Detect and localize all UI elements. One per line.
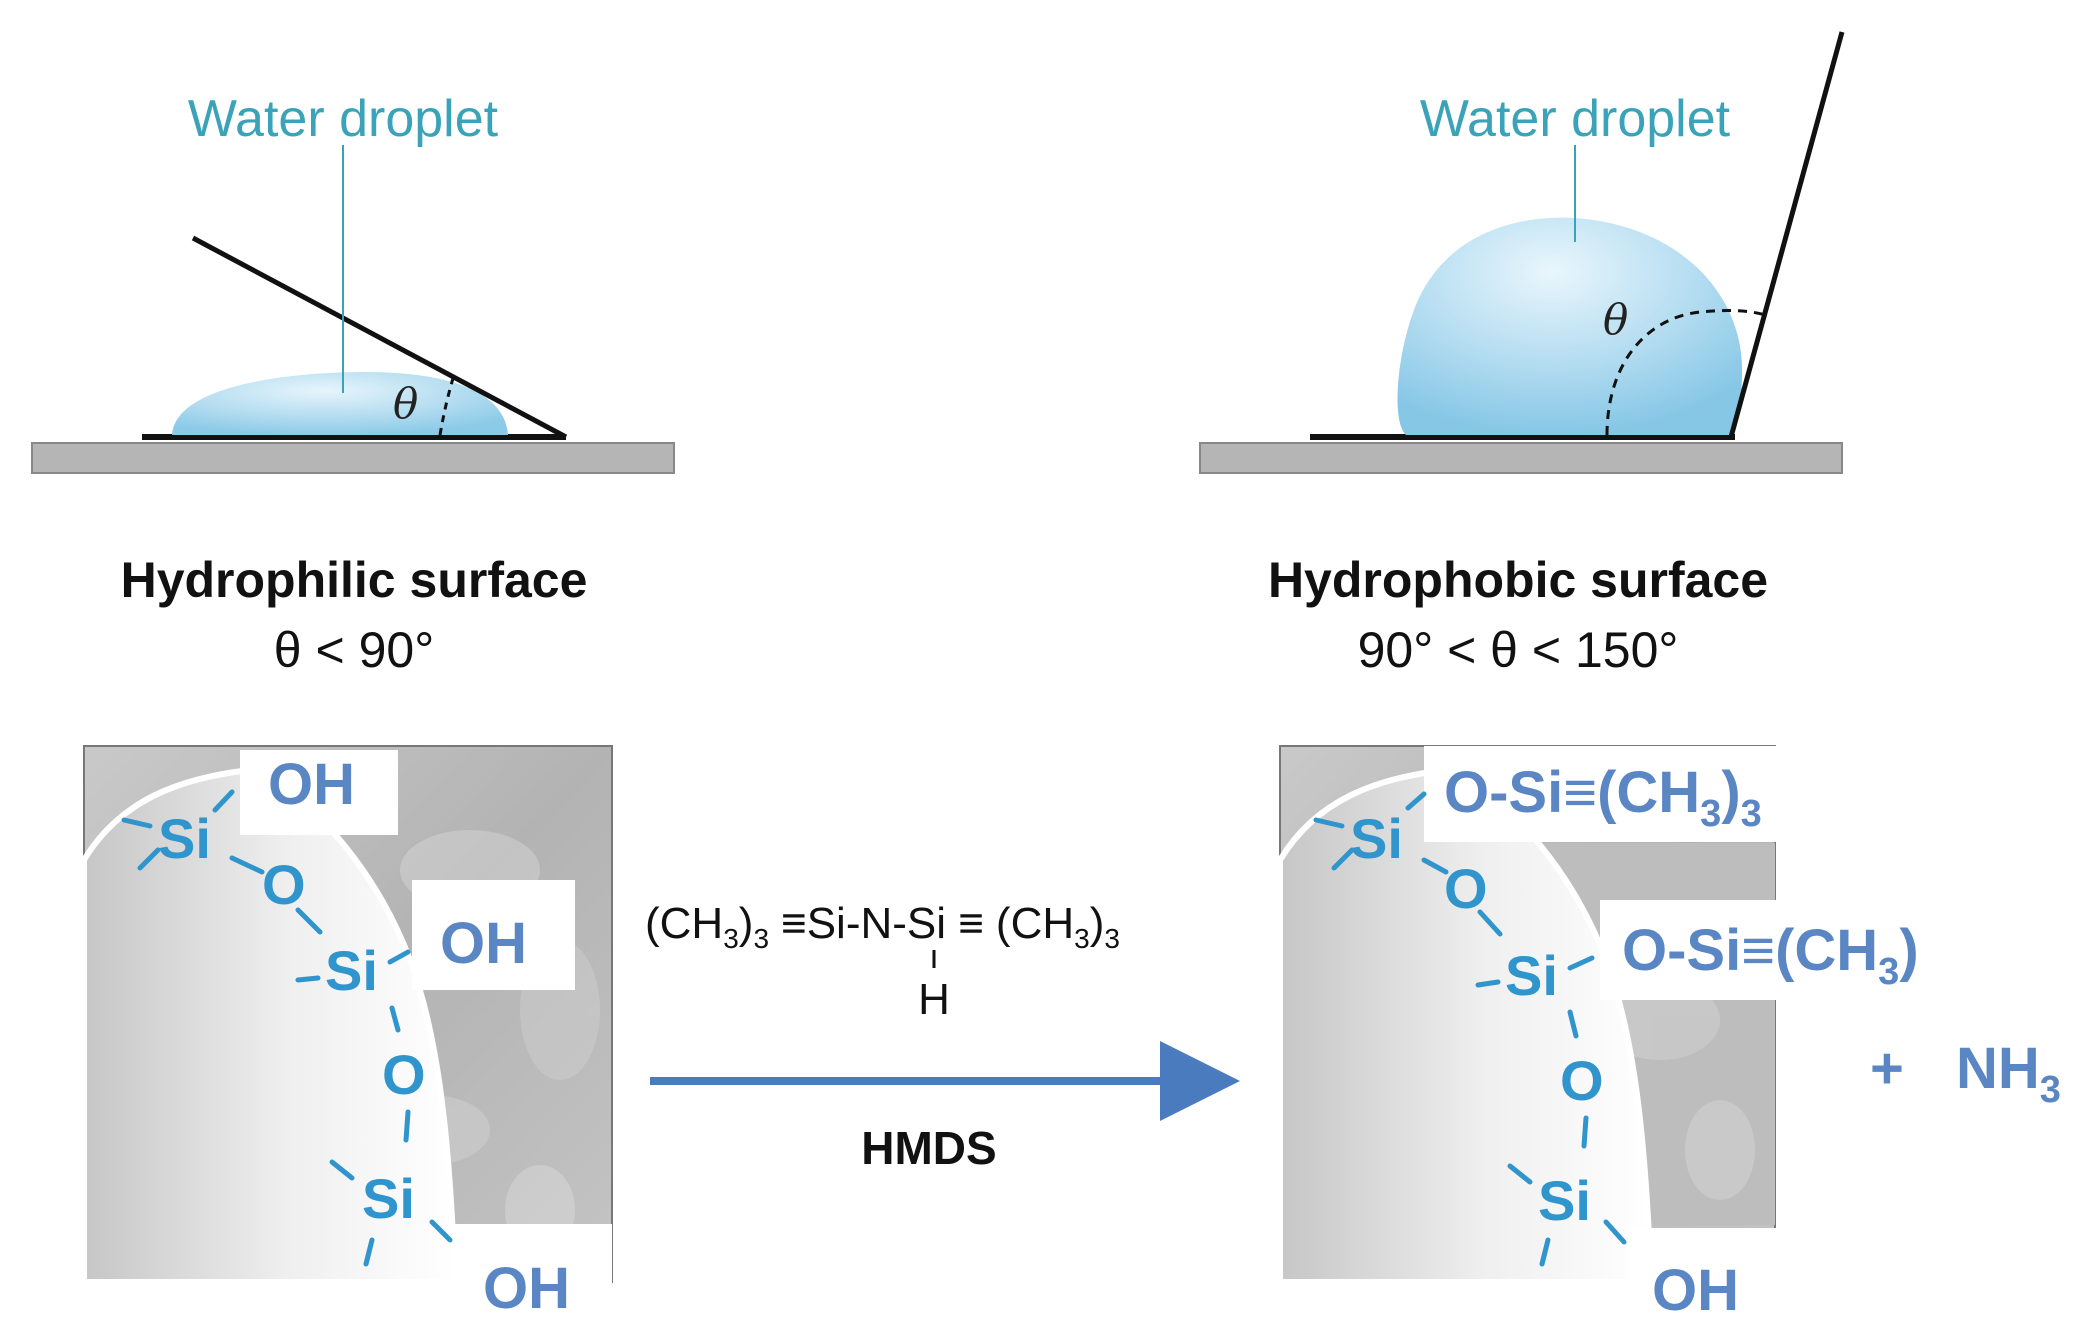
- right-bond: [1475, 979, 1501, 988]
- right-droplet-label: Water droplet: [1420, 90, 1731, 148]
- right-bond: [1567, 1009, 1579, 1039]
- formula-mid: ≡Si-N-Si ≡: [781, 899, 984, 948]
- right-group-box-1: [1424, 746, 1804, 842]
- left-oh-3: OH: [483, 1256, 570, 1321]
- hmds-reagent-label: HMDS: [861, 1122, 996, 1174]
- right-oh-box: [1628, 1228, 1778, 1332]
- left-si-3: Si: [362, 1167, 415, 1230]
- hmds-reaction: (CH3)3≡Si-N-Si ≡(CH3)3 H HMDS: [645, 899, 1240, 1174]
- formula-left-sub: 3: [723, 923, 739, 954]
- formula-left: (CH: [645, 899, 723, 948]
- right-bond: [1313, 817, 1345, 829]
- left-o-2: O: [382, 1043, 426, 1106]
- right-substrate: [1199, 442, 1843, 474]
- left-bond: [212, 789, 235, 813]
- left-oh-1: OH: [268, 752, 355, 817]
- left-bond: [295, 975, 321, 983]
- right-oh: OH: [1652, 1258, 1739, 1323]
- right-si-3: Si: [1538, 1169, 1591, 1232]
- right-group-box-2: [1600, 900, 1970, 1000]
- hydrophobic-contact-angle: Water droplet θ Hydrophobic surface 90° …: [1199, 31, 1845, 678]
- byproduct-sub: 3: [2040, 1069, 2061, 1111]
- right-bond: [1507, 1163, 1533, 1185]
- formula-right-outer-sub: 3: [1104, 923, 1120, 954]
- right-group-2-sub: 3: [1878, 951, 1899, 993]
- left-si-1: Si: [158, 807, 211, 870]
- hydrophilic-contact-angle: Water droplet θ Hydrophilic surface θ < …: [31, 90, 675, 678]
- left-angle-arc: [438, 371, 457, 436]
- right-group-1-main: O-Si≡(CH: [1444, 760, 1700, 825]
- formula-left-close: ): [739, 899, 754, 948]
- right-bond: [1405, 791, 1427, 811]
- left-o-1: O: [262, 853, 306, 916]
- left-oh-box-2: [412, 880, 575, 990]
- left-bond: [121, 817, 153, 829]
- right-group-2: O-Si≡(CH3): [1622, 918, 1919, 993]
- right-group-1: O-Si≡(CH3)3: [1444, 760, 1762, 835]
- right-bond: [1477, 909, 1503, 937]
- left-oh-2: OH: [440, 911, 527, 976]
- left-bond: [329, 1159, 355, 1181]
- right-bond: [1331, 847, 1355, 871]
- right-bond: [1581, 1115, 1589, 1149]
- left-oh-box-1: [240, 750, 398, 835]
- formula-right: (CH: [996, 899, 1074, 948]
- left-bond: [229, 855, 265, 875]
- left-surface-title: Hydrophilic surface: [121, 552, 588, 608]
- left-tangent-line: [191, 235, 568, 440]
- right-water-droplet: [1397, 217, 1742, 435]
- hydrophilic-surface-chemistry: OH OH OH Si O Si O Si: [81, 745, 613, 1332]
- left-bond: [389, 1005, 401, 1033]
- left-si-2: Si: [325, 939, 378, 1002]
- right-bond: [1567, 955, 1595, 971]
- left-droplet-label: Water droplet: [188, 90, 499, 148]
- right-wafer-surface: [1277, 766, 1655, 1285]
- right-group-1-close: ): [1721, 760, 1740, 825]
- right-group-1-outer-sub: 3: [1741, 793, 1762, 835]
- right-tangent-line: [1728, 31, 1845, 438]
- left-bond: [403, 1109, 411, 1143]
- left-bond: [137, 847, 161, 871]
- right-o-1: O: [1444, 857, 1488, 920]
- left-wafer-surface: [81, 766, 459, 1285]
- right-theta: θ: [1603, 295, 1628, 344]
- left-bond: [387, 949, 411, 965]
- right-si-2: Si: [1505, 944, 1558, 1007]
- right-bond: [1603, 1219, 1627, 1245]
- right-si-1: Si: [1350, 807, 1403, 870]
- right-angle-condition: 90° < θ < 150°: [1358, 622, 1679, 678]
- hmds-formula: (CH3)3≡Si-N-Si ≡(CH3)3: [645, 899, 1120, 954]
- right-group-1-sub: 3: [1700, 793, 1721, 835]
- right-group-2-close: ): [1899, 918, 1918, 983]
- right-bond: [1539, 1237, 1551, 1267]
- left-bond: [295, 907, 323, 935]
- hydrophobic-surface-chemistry: O-Si≡(CH3)3 O-Si≡(CH3) OH Si O Si O Si +…: [1277, 745, 2061, 1332]
- formula-left-outer-sub: 3: [753, 923, 769, 954]
- right-bond: [1421, 857, 1449, 875]
- formula-hydrogen: H: [918, 975, 950, 1024]
- left-bond: [363, 1237, 375, 1267]
- byproduct-nh: NH: [1956, 1036, 2040, 1101]
- left-theta: θ: [393, 379, 418, 428]
- left-bond: [429, 1219, 453, 1243]
- left-substrate: [31, 442, 675, 474]
- formula-right-sub: 3: [1074, 923, 1090, 954]
- byproduct-plus: +: [1870, 1036, 1904, 1101]
- right-angle-arc: [1605, 309, 1769, 436]
- right-o-2: O: [1560, 1049, 1604, 1112]
- left-oh-box-3: [455, 1224, 612, 1332]
- right-surface-title: Hydrophobic surface: [1268, 552, 1768, 608]
- left-angle-condition: θ < 90°: [274, 622, 434, 678]
- ammonia-byproduct: + NH3: [1870, 1036, 2061, 1111]
- formula-right-close: ): [1090, 899, 1105, 948]
- right-group-2-main: O-Si≡(CH: [1622, 918, 1878, 983]
- left-water-droplet: [172, 372, 508, 435]
